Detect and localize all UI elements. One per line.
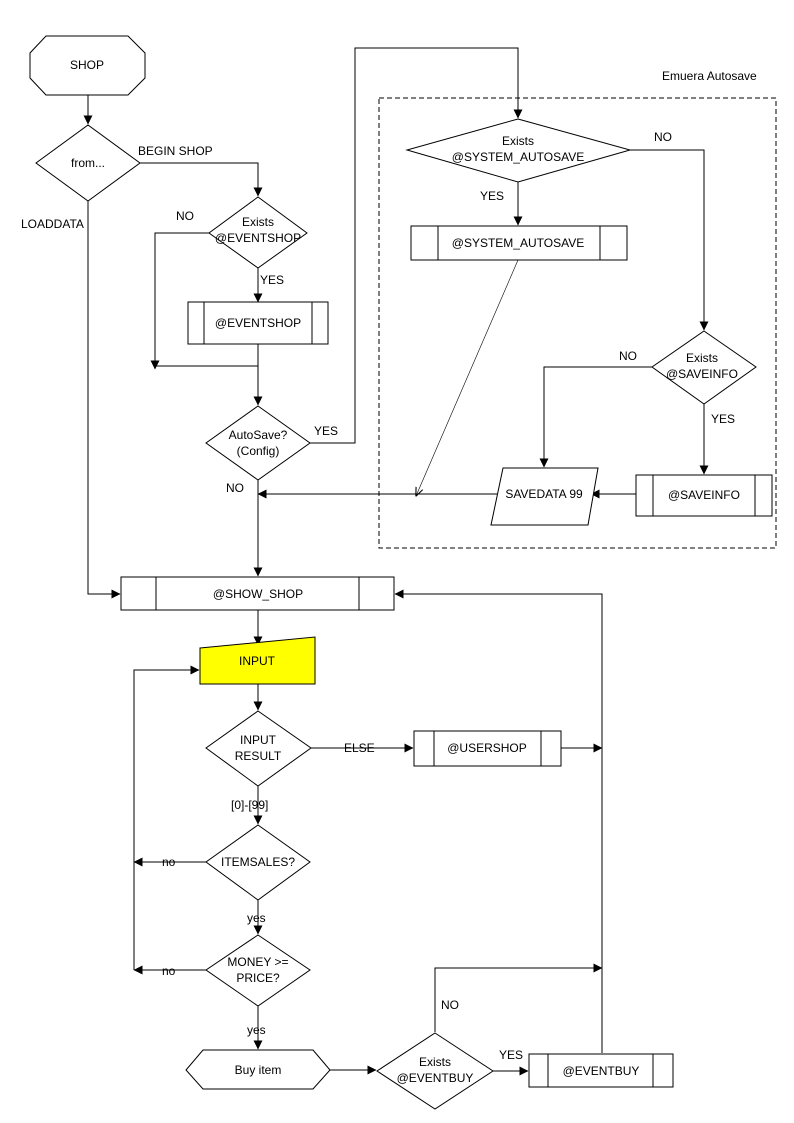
itemsales-label: ITEMSALES? — [221, 855, 295, 869]
shop-label: SHOP — [70, 58, 104, 72]
label-range: [0]-[99] — [231, 798, 268, 812]
edge-autosave-yes — [310, 47, 523, 444]
label-eventshop-no: NO — [176, 209, 194, 223]
exists-sys-line1: Exists — [502, 134, 534, 148]
autosave-config-decision[interactable]: AutoSave? (Config) — [205, 405, 311, 481]
label-itemsales-yes: yes — [247, 911, 266, 925]
show-shop-process[interactable]: @SHOW_SHOP — [120, 576, 395, 611]
label-saveinfo-no: NO — [619, 349, 637, 363]
edge-labels: BEGIN SHOP LOADDATA NO YES YES NO NO YES… — [21, 130, 735, 1062]
savedata-label: SAVEDATA 99 — [505, 487, 583, 501]
edge-loaddata — [87, 201, 121, 599]
from-label: from... — [71, 156, 105, 170]
autosave-line2: (Config) — [237, 444, 280, 458]
label-autosave-yes: YES — [314, 424, 338, 438]
edge-saveinfo-no — [539, 366, 652, 468]
label-autosave-no: NO — [226, 481, 244, 495]
input-result-decision[interactable]: INPUT RESULT — [205, 710, 312, 787]
label-eventbuy-no: NO — [441, 998, 459, 1012]
buy-item-node[interactable]: Buy item — [185, 1049, 331, 1090]
savedata-io[interactable]: SAVEDATA 99 — [490, 467, 599, 526]
label-saveinfo-yes: YES — [711, 412, 735, 426]
input-node[interactable]: INPUT — [199, 636, 316, 685]
label-else: ELSE — [344, 741, 375, 755]
exists-eventshop-line1: Exists — [242, 215, 274, 229]
edge-begin-shop — [140, 162, 263, 197]
exists-eventbuy-decision[interactable]: Exists @EVENTBUY — [376, 1032, 494, 1110]
system-autosave-process[interactable]: @SYSTEM_AUTOSAVE — [410, 225, 628, 261]
system-autosave-label: @SYSTEM_AUTOSAVE — [452, 236, 584, 250]
edge-eventshop-no — [150, 232, 209, 370]
eventshop-label: @EVENTSHOP — [215, 316, 301, 330]
edges — [83, 47, 709, 1076]
itemsales-decision[interactable]: ITEMSALES? — [205, 824, 311, 901]
label-money-yes: yes — [247, 1023, 266, 1037]
exists-system-autosave-decision[interactable]: Exists @SYSTEM_AUTOSAVE — [405, 118, 632, 183]
label-loaddata: LOADDATA — [21, 217, 84, 231]
from-decision[interactable]: from... — [35, 124, 141, 202]
buy-item-label: Buy item — [235, 1063, 282, 1077]
usershop-process[interactable]: @USERSHOP — [413, 730, 562, 767]
eventshop-process[interactable]: @EVENTSHOP — [187, 301, 329, 345]
input-label: INPUT — [239, 654, 276, 668]
exists-eventbuy-line2: @EVENTBUY — [397, 1071, 474, 1085]
label-sys-autosave-no: NO — [654, 130, 672, 144]
input-result-line1: INPUT — [240, 733, 277, 747]
exists-eventshop-decision[interactable]: Exists @EVENTSHOP — [208, 196, 308, 269]
eventbuy-process[interactable]: @EVENTBUY — [528, 1053, 674, 1088]
label-eventshop-yes: YES — [260, 273, 284, 287]
label-sys-autosave-yes: YES — [480, 189, 504, 203]
edge-loop-input — [133, 665, 200, 970]
money-price-line1: MONEY >= — [227, 955, 288, 969]
edge-return-showshop — [394, 589, 603, 1053]
exists-saveinfo-decision[interactable]: Exists @SAVEINFO — [651, 330, 757, 405]
money-price-decision[interactable]: MONEY >= PRICE? — [205, 934, 311, 1007]
shop-node[interactable]: SHOP — [29, 35, 146, 96]
saveinfo-label: @SAVEINFO — [668, 488, 740, 502]
eventbuy-label: @EVENTBUY — [563, 1064, 640, 1078]
saveinfo-process[interactable]: @SAVEINFO — [635, 474, 773, 517]
autosave-group: Emuera Autosave — [378, 69, 777, 549]
exists-sys-line2: @SYSTEM_AUTOSAVE — [452, 150, 584, 164]
exists-eventbuy-line1: Exists — [419, 1055, 451, 1069]
show-shop-label: @SHOW_SHOP — [213, 587, 303, 601]
edge-sys-autosave-merge — [416, 259, 519, 496]
exists-saveinfo-line1: Exists — [686, 351, 718, 365]
input-result-line2: RESULT — [235, 749, 282, 763]
usershop-label: @USERSHOP — [447, 741, 527, 755]
edge-sys-autosave-no — [630, 149, 709, 331]
money-price-line2: PRICE? — [236, 971, 280, 985]
label-eventbuy-yes: YES — [499, 1048, 523, 1062]
exists-eventshop-line2: @EVENTSHOP — [215, 231, 301, 245]
nodes: SHOP from... Exists @EVENTSHOP @EVENTSHO… — [29, 35, 773, 1110]
exists-saveinfo-line2: @SAVEINFO — [666, 367, 738, 381]
autosave-group-title: Emuera Autosave — [662, 69, 757, 83]
label-itemsales-no: no — [162, 855, 176, 869]
label-begin-shop: BEGIN SHOP — [138, 144, 213, 158]
label-money-no: no — [162, 964, 176, 978]
edge-eventbuy-no — [434, 963, 603, 1032]
autosave-line1: AutoSave? — [229, 428, 288, 442]
autosave-group-border — [378, 97, 777, 549]
